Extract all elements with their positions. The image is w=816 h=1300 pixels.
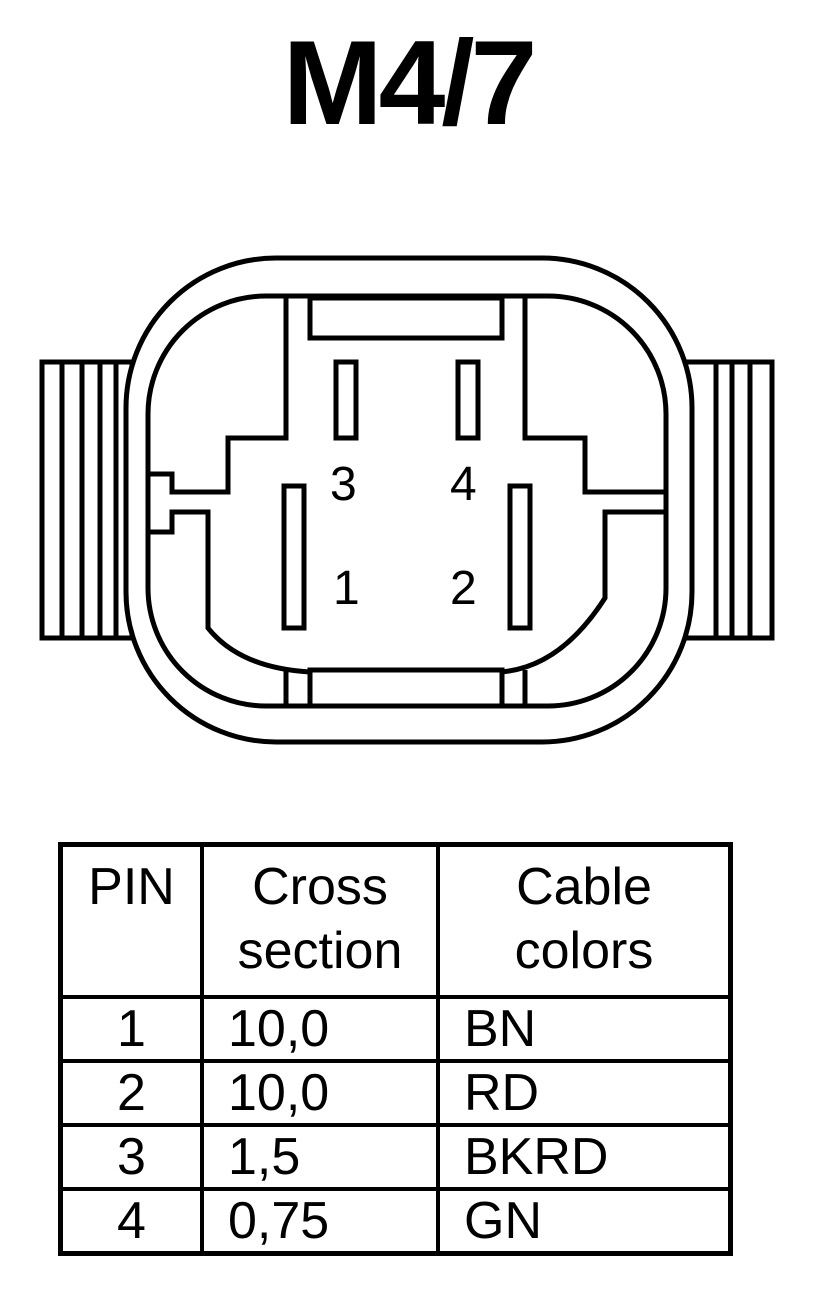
header-pin: PIN [58,842,204,999]
cell-cross-section: 1,5 [200,1123,440,1191]
header-color-line2: colors [514,922,654,980]
cavity-right [499,298,666,675]
cell-cross-section: 0,75 [200,1187,440,1256]
cell-pin: 2 [58,1059,204,1127]
housing-outer [123,255,695,745]
pin-label-4: 4 [450,458,477,511]
pin-3-contact [333,359,359,441]
cell-pin: 4 [58,1187,204,1256]
pin-1-contact [281,483,307,631]
table-row: 4 0,75 GN [58,1187,733,1256]
pin-label-2: 2 [450,562,477,615]
top-key [307,295,505,341]
cell-pin: 1 [58,995,204,1063]
header-color-line1: Cable [516,858,652,916]
bottom-key [307,667,505,709]
table-header-row: PIN Cross section Cable colors [58,842,733,999]
connector-face-diagram: 3 4 1 2 [39,255,775,745]
connector-title: M4/7 [282,16,538,150]
cell-cable-color: RD [436,1059,733,1127]
header-cross-section: Cross section [200,842,440,999]
cell-cross-section: 10,0 [200,995,440,1063]
pin-label-1: 1 [333,562,360,615]
cell-cable-color: BN [436,995,733,1063]
right-flange [679,359,775,641]
cell-cross-section: 10,0 [200,1059,440,1127]
pin-label-3: 3 [330,458,357,511]
cavity-left [150,298,311,675]
header-cross-line2: section [237,922,403,980]
cell-pin: 3 [58,1123,204,1191]
header-cable-colors: Cable colors [436,842,733,999]
pin-2-contact [507,483,533,631]
table-row: 2 10,0 RD [58,1059,733,1127]
cell-cable-color: GN [436,1187,733,1256]
left-flange [39,359,135,641]
table-row: 1 10,0 BN [58,995,733,1063]
cell-cable-color: BKRD [436,1123,733,1191]
pin-4-contact [455,359,481,441]
header-cross-line1: Cross [252,858,388,916]
pin-assignment-table: PIN Cross section Cable colors 1 10,0 BN… [58,842,733,1256]
table-row: 3 1,5 BKRD [58,1123,733,1191]
